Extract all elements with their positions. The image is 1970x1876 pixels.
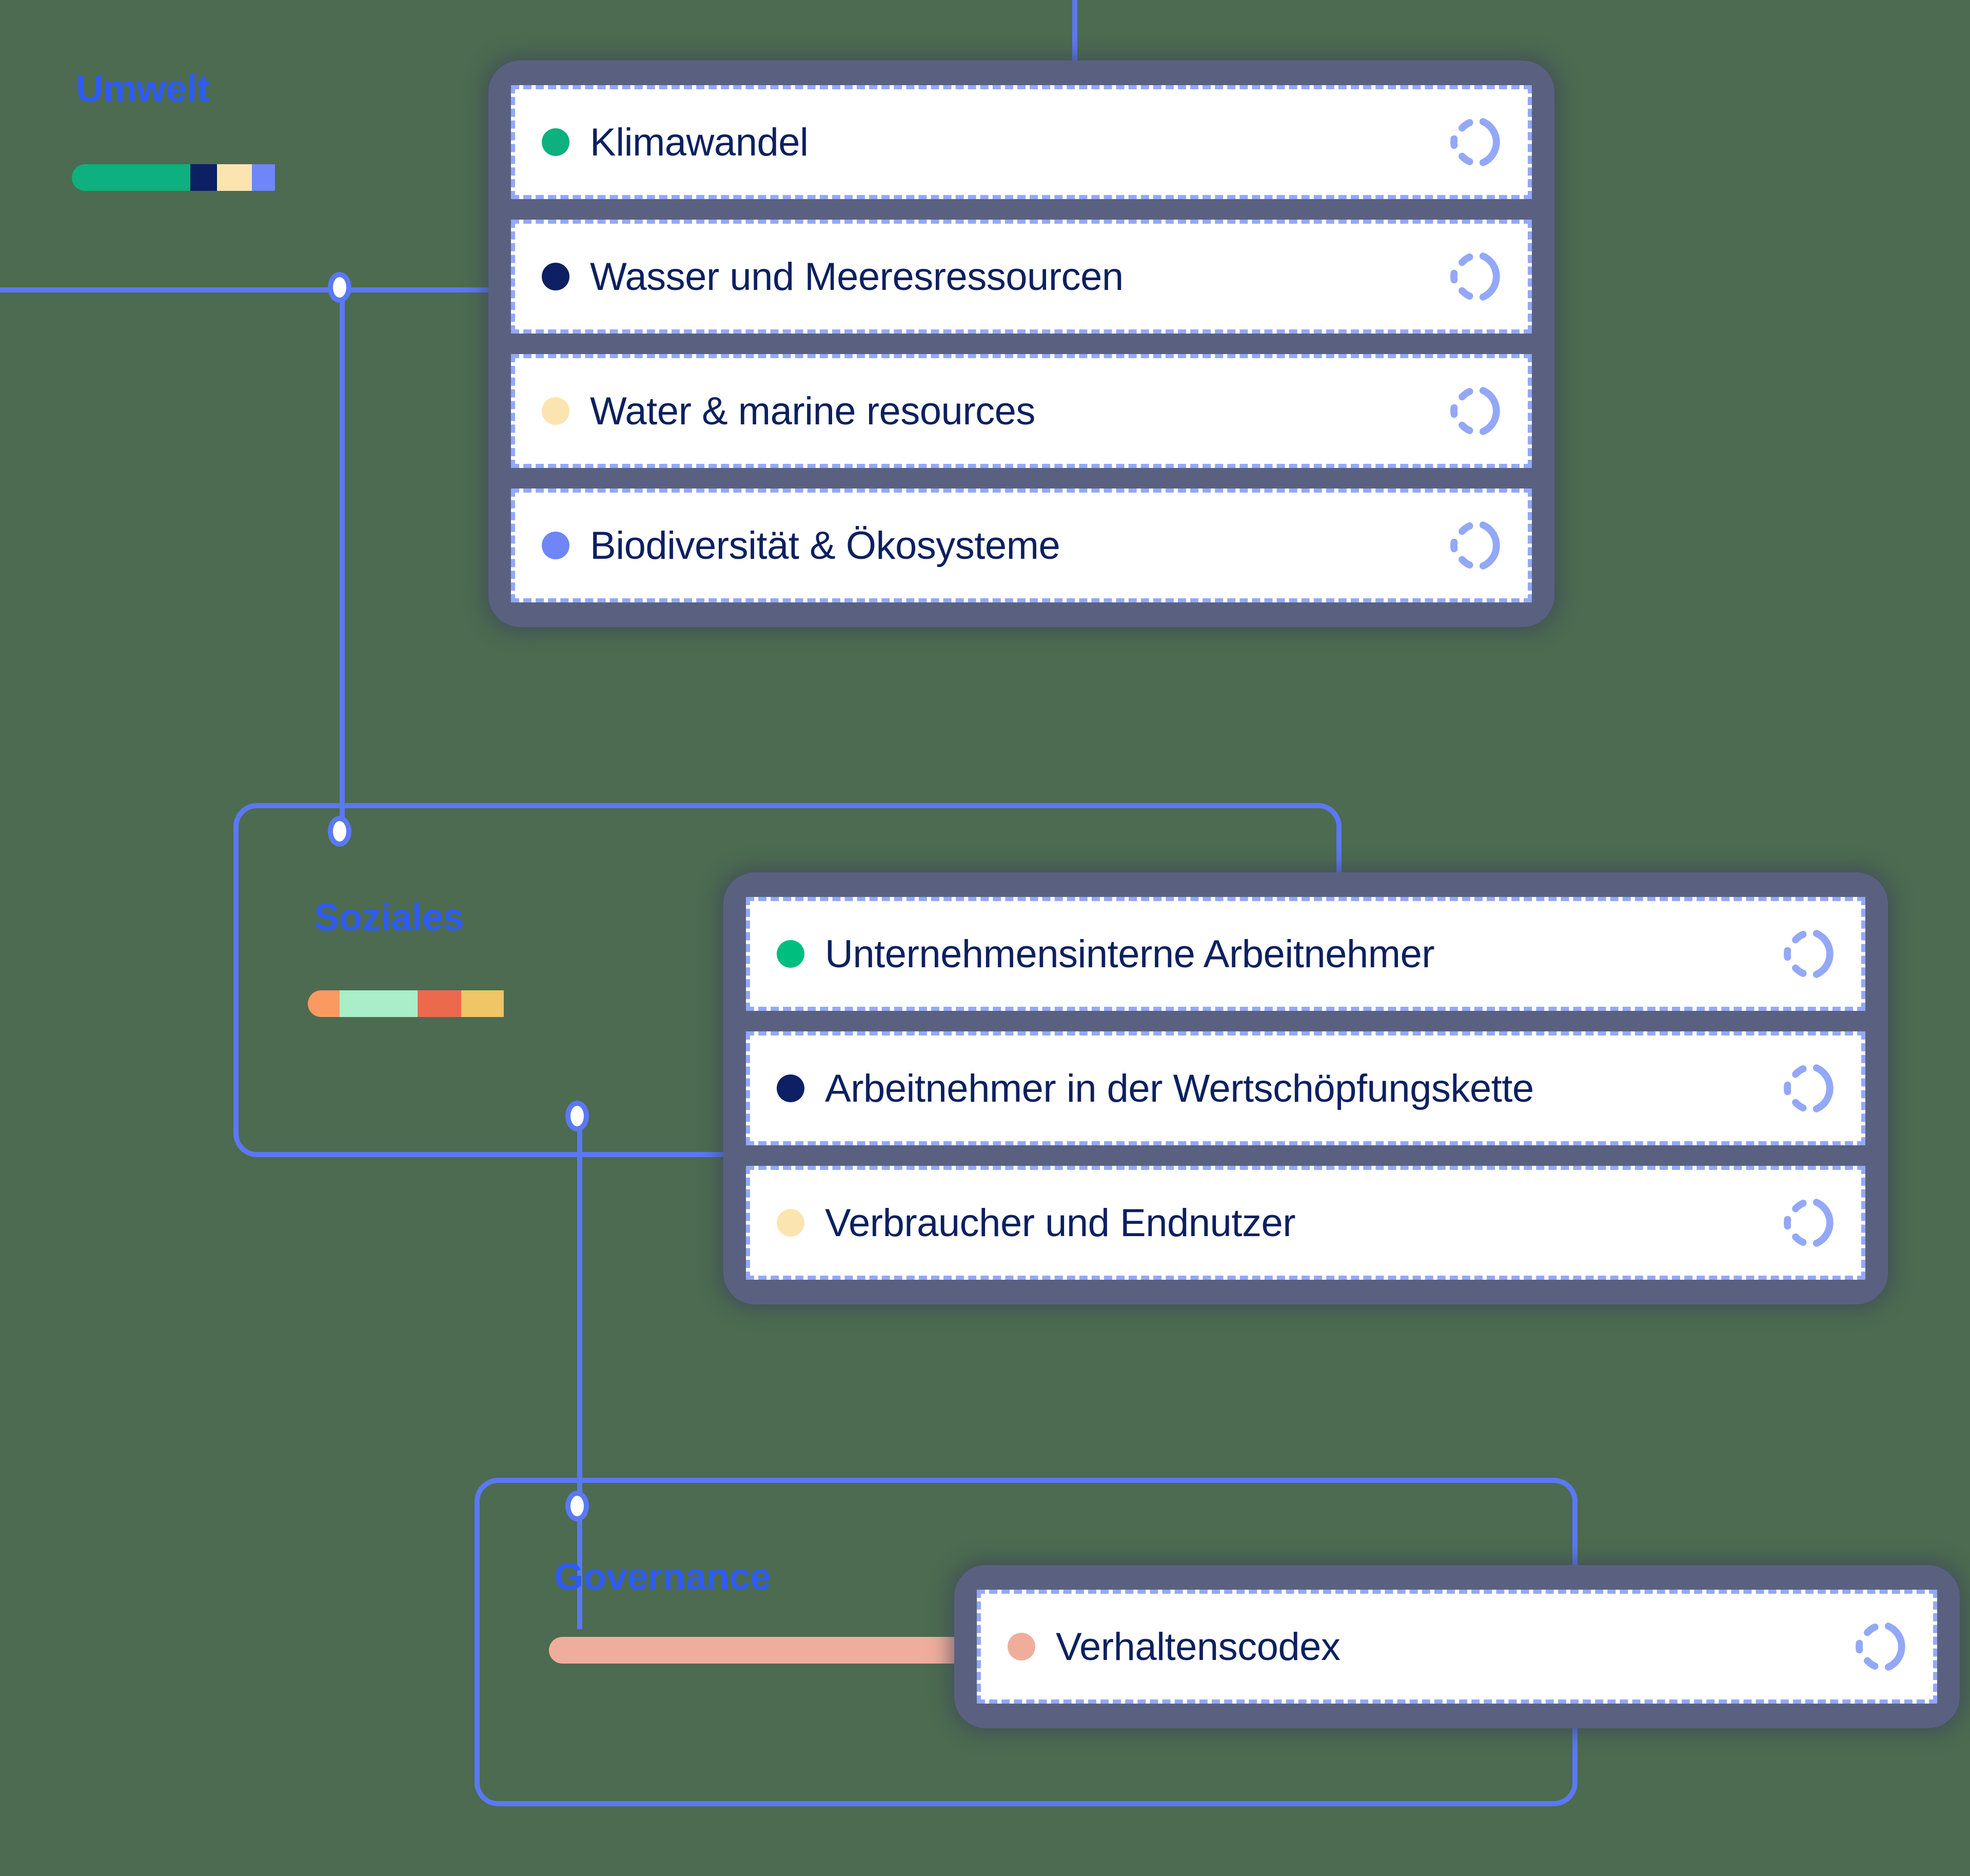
loading-spinner-icon <box>1448 114 1504 170</box>
bar-segment <box>461 990 504 1017</box>
connector-node-soziales-bottom[interactable] <box>565 1101 589 1131</box>
topic-card-label: Wasser und Meeresressourcen <box>590 255 1124 299</box>
topic-card-unternehmensinterne-arbeitnehmer[interactable]: Unternehmensinterne Arbeitnehmer <box>746 897 1865 1011</box>
topic-card-klimawandel[interactable]: Klimawandel <box>511 85 1532 199</box>
bar-segment <box>217 164 252 191</box>
topic-card-arbeitnehmer-wertschoepfungskette[interactable]: Arbeitnehmer in der Wertschöpfungskette <box>746 1031 1865 1145</box>
card-group-governance: Verhaltenscodex <box>954 1565 1960 1728</box>
bar-segment <box>252 164 275 191</box>
topic-card-label: Biodiversität & Ökosysteme <box>590 523 1060 568</box>
topic-status-dot <box>777 940 804 968</box>
topic-status-dot <box>542 532 569 559</box>
progress-bar-soziales <box>308 990 785 1017</box>
connector-umwelt-to-soziales <box>340 287 345 831</box>
connector-node-umwelt-bottom[interactable] <box>328 272 351 303</box>
topic-card-wasser-meeresressourcen[interactable]: Wasser und Meeresressourcen <box>511 220 1532 334</box>
progress-bar-governance <box>549 1637 1011 1664</box>
panel-label-umwelt: Umwelt <box>76 67 210 110</box>
bar-segment <box>308 990 340 1017</box>
loading-spinner-icon <box>1853 1618 1909 1675</box>
topic-card-biodiversitaet-oekosysteme[interactable]: Biodiversität & Ökosysteme <box>511 488 1532 602</box>
topic-card-label: Verhaltenscodex <box>1056 1625 1341 1669</box>
topic-card-label: Klimawandel <box>590 120 809 164</box>
topic-status-dot <box>777 1074 804 1102</box>
card-group-umwelt: Klimawandel Wasser und Meeresressourcen <box>488 61 1554 627</box>
bar-segment <box>190 164 217 191</box>
connector-node-soziales-top[interactable] <box>328 816 351 847</box>
topic-card-verbraucher-endnutzer[interactable]: Verbraucher und Endnutzer <box>746 1166 1865 1280</box>
bar-segment <box>418 990 461 1017</box>
loading-spinner-icon <box>1448 517 1504 574</box>
topic-card-label: Unternehmensinterne Arbeitnehmer <box>825 932 1435 976</box>
topic-status-dot <box>542 263 569 290</box>
bar-segment <box>340 990 418 1017</box>
connector-node-governance-top[interactable] <box>565 1491 589 1521</box>
bar-segment <box>72 164 190 191</box>
topic-card-verhaltenscodex[interactable]: Verhaltenscodex <box>977 1590 1937 1704</box>
panel-label-governance: Governance <box>554 1555 771 1598</box>
loading-spinner-icon <box>1448 248 1504 305</box>
loading-spinner-icon <box>1781 926 1838 982</box>
loading-spinner-icon <box>1781 1195 1838 1251</box>
connector-soziales-to-governance <box>577 1116 582 1629</box>
topic-status-dot <box>777 1209 804 1237</box>
topic-card-label: Arbeitnehmer in der Wertschöpfungskette <box>825 1066 1534 1110</box>
bar-segment <box>549 1637 1011 1664</box>
topic-status-dot <box>1008 1633 1035 1660</box>
topic-card-label: Water & marine resources <box>590 389 1035 433</box>
loading-spinner-icon <box>1781 1060 1838 1117</box>
loading-spinner-icon <box>1448 383 1504 439</box>
topic-status-dot <box>542 128 569 156</box>
topic-card-water-marine-resources[interactable]: Water & marine resources <box>511 354 1532 468</box>
panel-label-soziales: Soziales <box>314 896 464 939</box>
topic-card-label: Verbraucher und Endnutzer <box>825 1201 1296 1245</box>
topic-status-dot <box>542 397 569 425</box>
progress-bar-umwelt <box>72 164 544 191</box>
card-group-soziales: Unternehmensinterne Arbeitnehmer Arbeitn… <box>723 872 1888 1304</box>
